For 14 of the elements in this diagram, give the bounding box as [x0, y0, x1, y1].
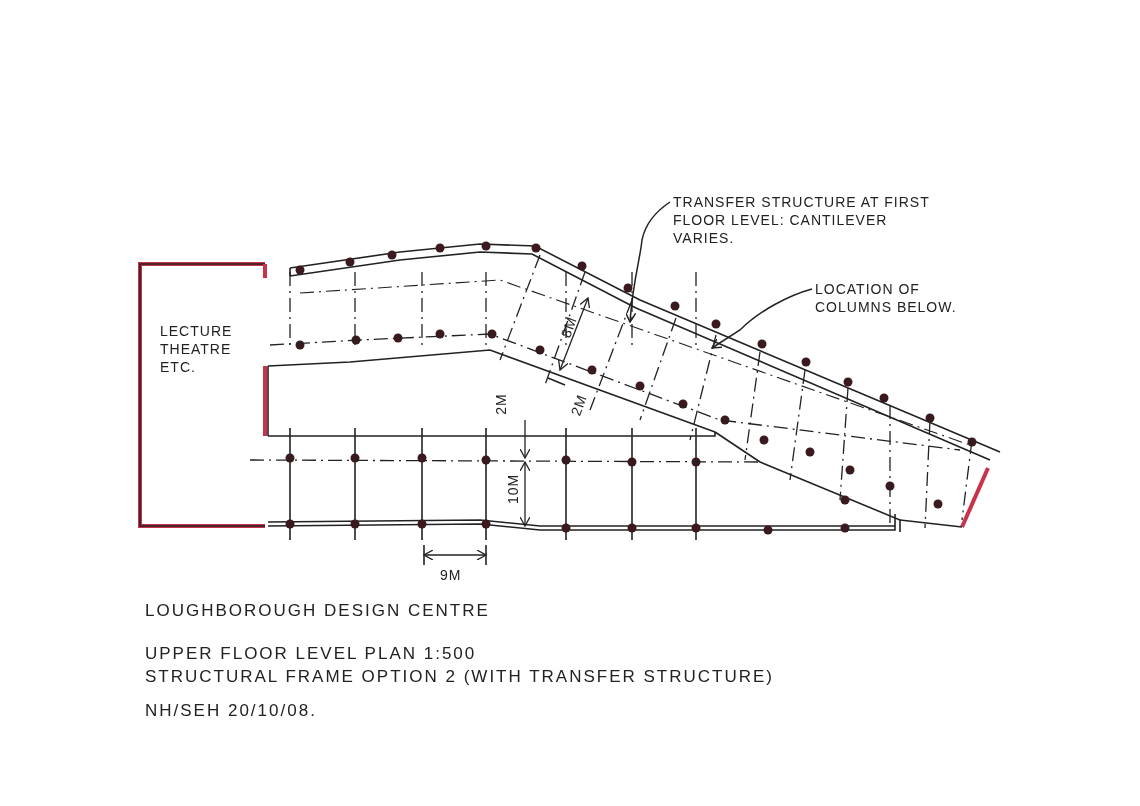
author-date-text: NH/SEH 20/10/08.	[145, 700, 317, 722]
leader-line	[625, 201, 671, 323]
dimension-label: 2M	[566, 391, 591, 419]
dimension-label: 9M	[440, 566, 462, 584]
subtitle-text: STRUCTURAL FRAME OPTION 2 (WITH TRANSFER STRUCTURE)	[145, 666, 774, 688]
dimension-label: 10M	[504, 473, 523, 505]
dimension-label: 2M	[491, 393, 510, 415]
leader-line	[711, 288, 813, 349]
title-text: LOUGHBOROUGH DESIGN CENTRE	[145, 600, 490, 622]
dimension-label: 8M	[556, 313, 581, 341]
room-label: LECTURE THEATRE ETC.	[160, 322, 234, 376]
note-text: TRANSFER STRUCTURE AT FIRST FLOOR LEVEL: CANTILEVER VARIES.	[673, 194, 930, 246]
subtitle-text: UPPER FLOOR LEVEL PLAN 1:500	[145, 643, 477, 665]
note-text: LOCATION OF COLUMNS BELOW.	[815, 281, 957, 315]
